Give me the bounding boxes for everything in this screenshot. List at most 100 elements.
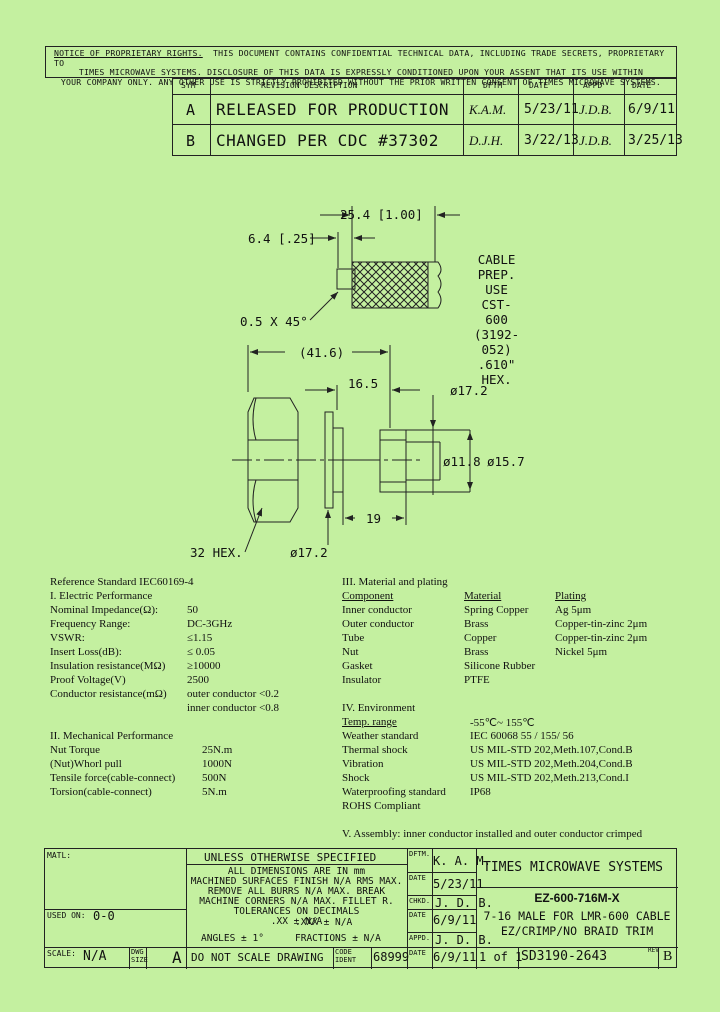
cable-prep-line-2: USE CST-600 xyxy=(481,282,512,327)
electric-key-3: Insert Loss(dB): xyxy=(50,646,122,658)
code-ident-value: 68999 xyxy=(373,950,410,964)
rev-header-sym: SYM xyxy=(181,81,196,90)
mech-title: II. Mechanical Performance xyxy=(50,730,174,742)
dim-6-4: 6.4 [.25] xyxy=(248,231,316,246)
rev-b-sym: B xyxy=(186,132,196,150)
rev-header-dftm: DFTM xyxy=(483,81,503,90)
env-key-2: Thermal shock xyxy=(342,744,408,756)
rev-b-dftm: D.J.H. xyxy=(469,133,504,148)
env-val-2: US MIL-STD 202,Meth.107,Cond.B xyxy=(470,744,633,756)
notice-line-2: TIMES MICROWAVE SYSTEMS. DISCLOSURE OF T… xyxy=(78,67,644,78)
mech-val-1: 1000N xyxy=(202,758,232,770)
material-header-material: Material xyxy=(464,590,502,602)
electric-val-7: inner conductor <0.8 xyxy=(187,702,280,714)
material-c-1: Outer conductor xyxy=(342,618,414,630)
used-on-value: 0-0 xyxy=(93,909,115,923)
env-key-5: Waterproofing standard xyxy=(342,786,446,798)
rev-a-sym: A xyxy=(186,101,196,119)
dftm-value: K. A. M. xyxy=(433,854,491,868)
rev-a-desc: RELEASED FOR PRODUCTION xyxy=(216,100,450,119)
cable-prep-line-1: CABLE PREP. xyxy=(477,252,516,282)
dim-17-2-bottom: ø17.2 xyxy=(290,545,328,560)
chamfer-label: 0.5 X 45° xyxy=(240,314,308,329)
rev-a-date: 5/23/11 xyxy=(524,102,579,117)
title-line-2: EZ/CRIMP/NO BRAID TRIM xyxy=(500,924,654,938)
electric-key-6: Conductor resistance(mΩ) xyxy=(50,688,167,700)
material-header-component: Component xyxy=(342,590,394,602)
cable-prep-line-4: .610" HEX. xyxy=(477,357,516,387)
dim-11-8: ø11.8 xyxy=(443,454,481,469)
rev-value: B xyxy=(663,949,673,964)
env-key-4: Shock xyxy=(342,772,370,784)
tol-line-0: ALL DIMENSIONS ARE IN mm xyxy=(227,866,366,877)
tolerances: ALL DIMENSIONS ARE IN mm MACHINED SURFAC… xyxy=(186,867,407,927)
electric-key-0: Nominal Impedance(Ω): xyxy=(50,604,159,616)
dwg-size-value: A xyxy=(172,948,182,967)
notice-heading: NOTICE OF PROPRIETARY RIGHTS. xyxy=(54,48,203,58)
material-c-3: Nut xyxy=(342,646,359,658)
env-val-1: IEC 60068 55 / 155/ 56 xyxy=(470,730,574,742)
mech-key-2: Tensile force(cable-connect) xyxy=(50,772,176,784)
dim-25-4: 25.4 [1.00] xyxy=(340,207,423,222)
dwg-size-label: DWG SIZE xyxy=(131,948,148,964)
electric-val-3: ≤ 0.05 xyxy=(187,646,216,658)
scale-value: N/A xyxy=(83,949,107,964)
revision-table: SYM REVISION DESCRIPTION DFTM DATE APPD … xyxy=(172,78,683,156)
tol-line-5: .XX ± N/A xyxy=(270,916,323,927)
used-on-label: USED ON: xyxy=(47,911,86,920)
env-val-4: US MIL-STD 202,Meth.213,Cond.I xyxy=(470,772,629,784)
notice-line-1: THIS DOCUMENT CONTAINS CONFIDENTIAL TECH… xyxy=(54,48,665,68)
material-m-0: Spring Copper xyxy=(464,604,529,616)
title-block: MATL: USED ON: 0-0 SCALE: N/A DWG SIZE A… xyxy=(44,848,678,969)
env-val-3: US MIL-STD 202,Meth.204,Cond.B xyxy=(470,758,633,770)
electric-val-2: ≤1.15 xyxy=(187,632,213,644)
material-m-3: Brass xyxy=(464,646,489,658)
connector-side-view xyxy=(232,345,473,553)
date-label-3: DATE xyxy=(409,949,426,957)
notice-line-3: YOUR COMPANY ONLY. ANY OTHER USE IS STRI… xyxy=(60,76,662,87)
rev-header-date: DATE xyxy=(529,81,549,90)
rev-b-date2: 3/25/13 xyxy=(628,133,683,148)
env-val-5: IP68 xyxy=(470,786,491,798)
reference-standard: Reference Standard IEC60169-4 xyxy=(50,576,194,588)
material-title: III. Material and plating xyxy=(342,576,448,588)
electric-key-5: Proof Voltage(V) xyxy=(50,674,126,686)
electric-val-1: DC-3GHz xyxy=(187,618,233,630)
date-2: 6/9/11 xyxy=(433,913,477,927)
material-c-4: Gasket xyxy=(342,660,373,672)
mech-val-2: 500N xyxy=(202,772,227,784)
rev-header-date2: DATE xyxy=(632,81,652,90)
drawing-number: SD3190-2643 xyxy=(521,949,608,964)
dim-15-7: ø15.7 xyxy=(487,454,525,469)
material-m-2: Copper xyxy=(464,632,497,644)
material-p-1: Copper-tin-zinc 2μm xyxy=(555,618,648,630)
revision-header: SYM REVISION DESCRIPTION DFTM DATE APPD … xyxy=(173,79,676,95)
date-1: 5/23/11 xyxy=(433,877,484,891)
electric-key-2: VSWR: xyxy=(50,632,85,644)
electric-title: I. Electric Performance xyxy=(50,590,153,602)
sheet-number: 1 of 1 xyxy=(479,950,523,964)
appd-value: J. D. B. xyxy=(435,933,493,947)
tol-line-4: TOLERANCES ON DECIMALS xyxy=(233,906,360,917)
tol-line-7: ANGLES ± 1° xyxy=(201,933,264,944)
material-header-plating: Plating xyxy=(555,590,587,602)
material-c-5: Insulator xyxy=(342,674,382,686)
rev-a-date2: 6/9/11 xyxy=(628,102,675,117)
electric-val-0: 50 xyxy=(187,604,198,616)
electric-key-4: Insulation resistance(MΩ) xyxy=(50,660,166,672)
material-m-5: PTFE xyxy=(464,674,490,686)
rev-header-appd: APPD xyxy=(583,81,603,90)
rev-a-dftm: K.A.M. xyxy=(469,102,507,117)
electric-key-1: Frequency Range: xyxy=(50,618,131,630)
tol-line-8: FRACTIONS ± N/A xyxy=(295,933,381,944)
dftm-label: DFTM. xyxy=(409,850,431,858)
material-p-2: Copper-tin-zinc 2μm xyxy=(555,632,648,644)
material-c-0: Inner conductor xyxy=(342,604,412,616)
proprietary-notice: NOTICE OF PROPRIETARY RIGHTS. THIS DOCUM… xyxy=(45,46,677,86)
dim-41-6: (41.6) xyxy=(299,345,345,360)
date-label-2: DATE xyxy=(409,911,426,919)
mech-val-3: 5N.m xyxy=(202,786,227,798)
material-p-0: Ag 5μm xyxy=(555,604,592,616)
env-key-0: Temp. range xyxy=(342,716,397,728)
assembly-note: V. Assembly: inner conductor installed a… xyxy=(342,828,643,840)
